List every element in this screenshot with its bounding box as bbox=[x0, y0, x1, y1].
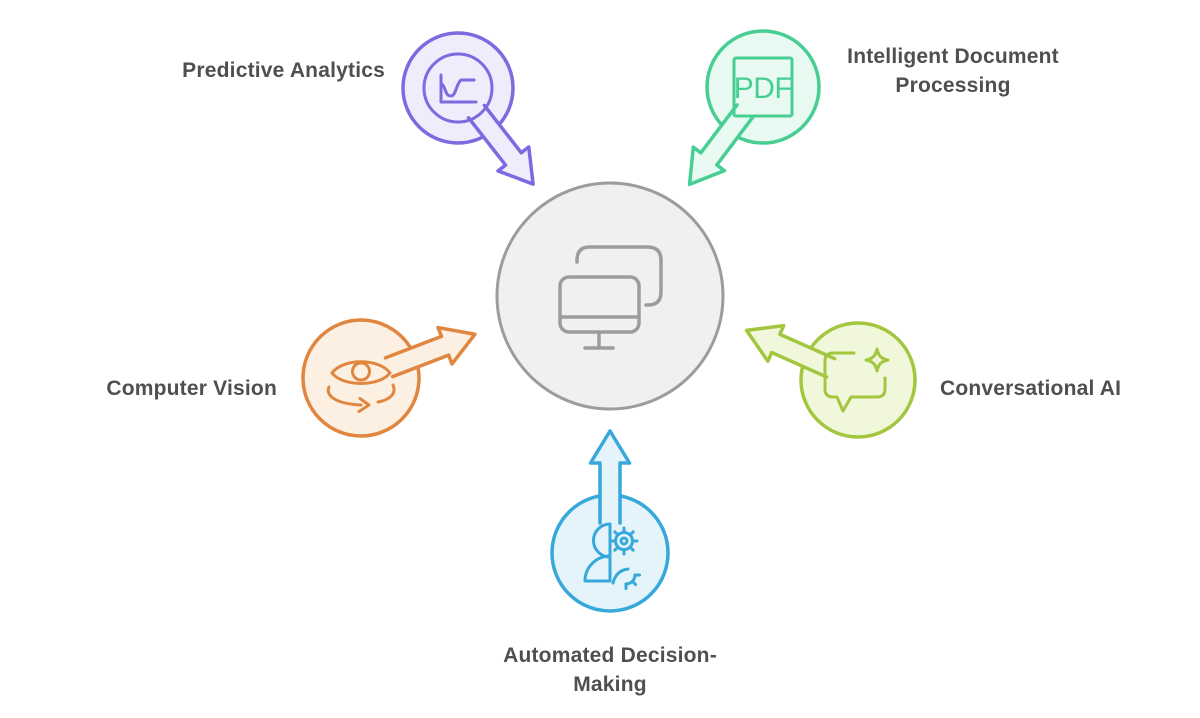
node-predictive-analytics bbox=[401, 31, 535, 186]
center-circle bbox=[495, 181, 725, 411]
label-automated-decision-making: Automated Decision-Making bbox=[503, 644, 717, 696]
label-computer-vision: Computer Vision bbox=[106, 377, 277, 400]
center-hub bbox=[495, 181, 725, 411]
node-conversational-ai bbox=[744, 321, 917, 439]
line-chart-icon bbox=[422, 52, 494, 124]
chat-sparkle-icon bbox=[823, 347, 890, 413]
dual-monitor-icon bbox=[558, 245, 663, 350]
node-computer-vision bbox=[301, 318, 477, 438]
arrow-conversational-to-center bbox=[744, 323, 837, 379]
arrow-decision-to-center bbox=[588, 429, 632, 525]
label-conversational-ai: Conversational AI bbox=[940, 377, 1122, 400]
node-intelligent-document-processing: PDF bbox=[687, 29, 821, 187]
pdf-document-icon: PDF bbox=[732, 56, 794, 118]
label-predictive-analytics: Predictive Analytics bbox=[182, 59, 385, 82]
conversational-ai-circle bbox=[799, 321, 917, 439]
eye-rotate-icon bbox=[326, 360, 396, 413]
arrow-predictive-to-center bbox=[466, 103, 535, 186]
arrow-document-to-center bbox=[687, 103, 755, 187]
computer-vision-circle bbox=[301, 318, 421, 438]
arrow-vision-to-center bbox=[383, 325, 477, 379]
node-automated-decision-making bbox=[550, 429, 670, 613]
pdf-icon-text: PDF bbox=[734, 72, 793, 105]
sparkle-icon bbox=[864, 347, 890, 373]
label-intelligent-document-processing: Intelligent Document Processing bbox=[847, 45, 1059, 97]
person-gear-icon bbox=[583, 522, 641, 590]
